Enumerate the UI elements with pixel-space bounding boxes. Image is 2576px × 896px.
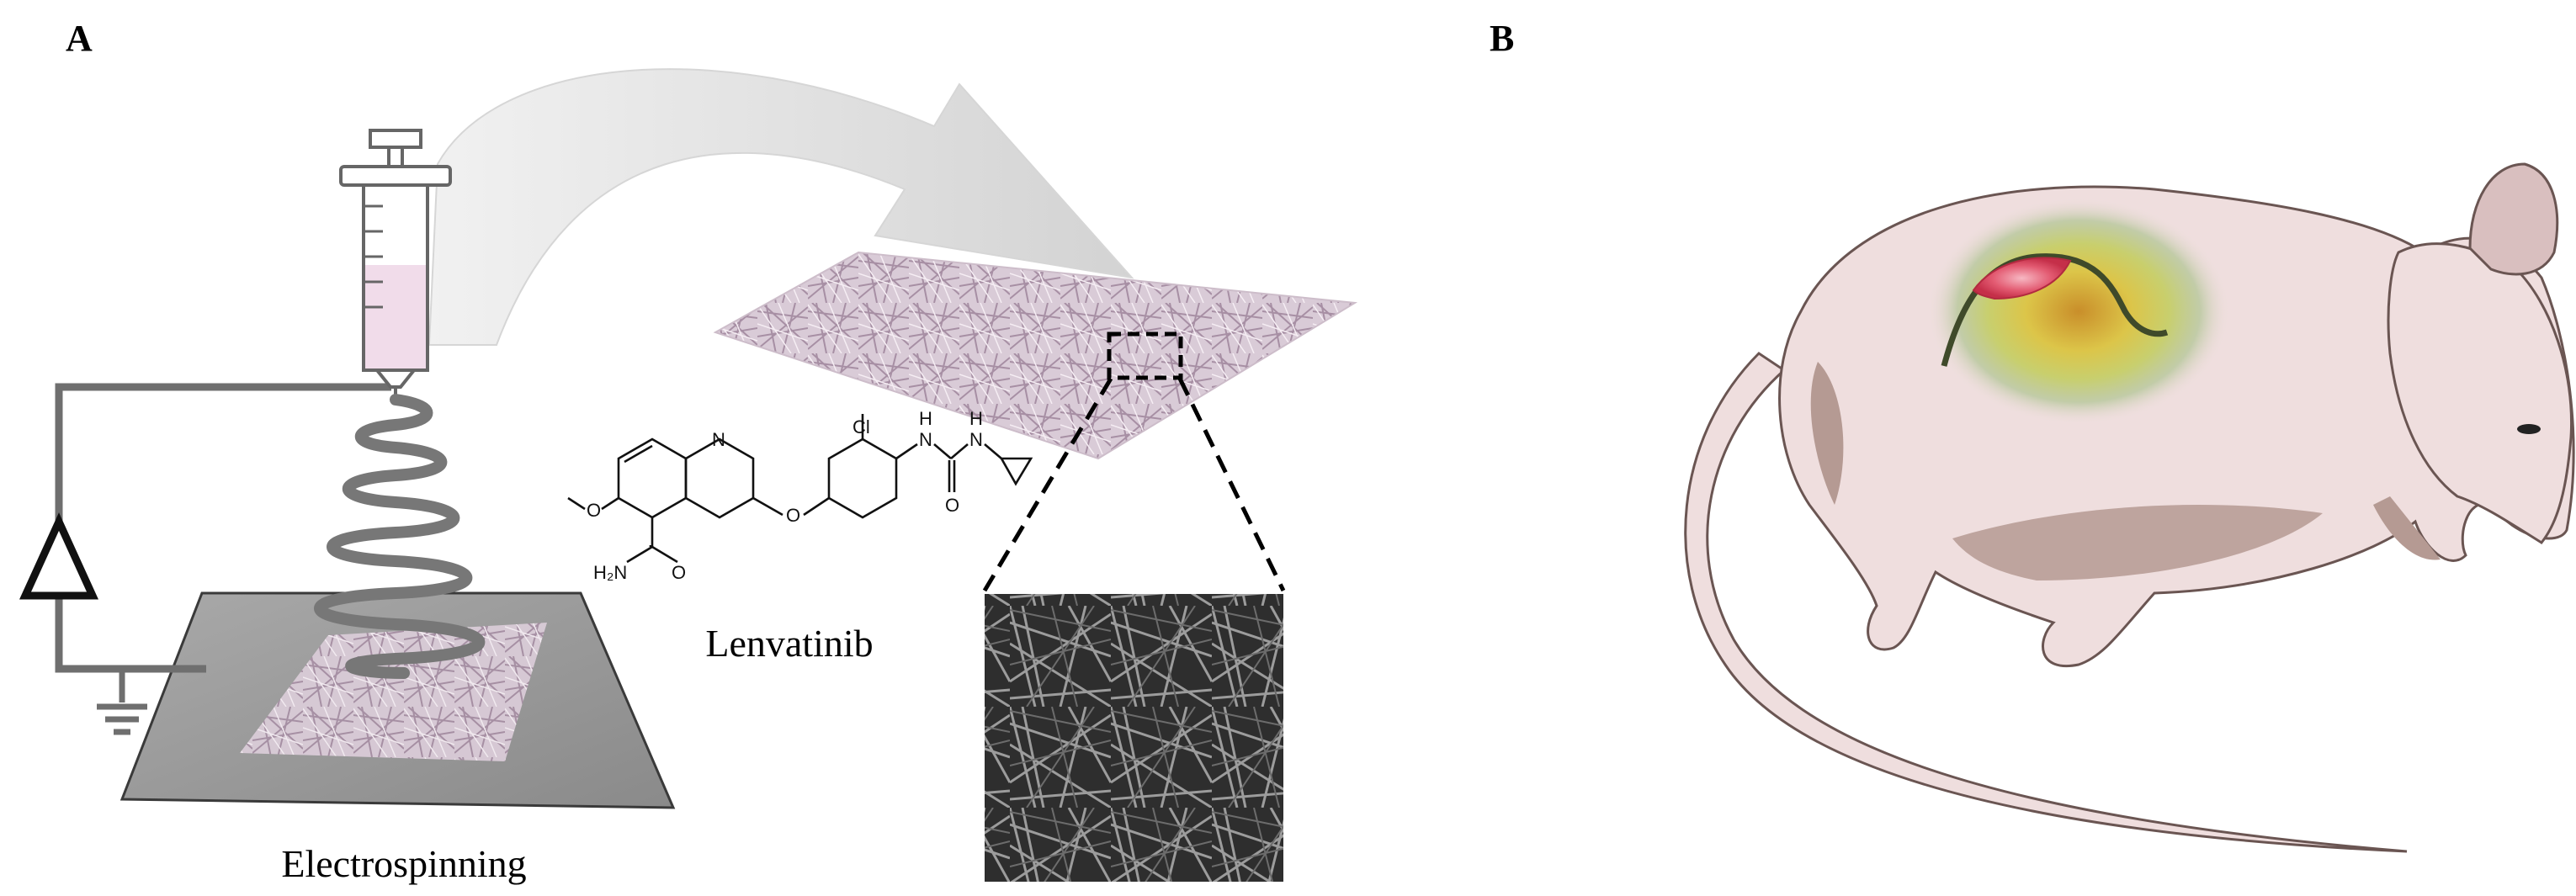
mouse-hip-shadow [1810,362,1844,505]
fiber-jet [314,394,486,679]
voltage-source-icon [19,512,98,600]
atom-nh-right-n: N [969,429,983,450]
fiber-membrane [713,251,1358,460]
atom-nh-left-h: H [919,408,932,429]
syringe-icon [339,129,452,400]
zoom-line-left [982,377,1113,592]
caption-electrospinning: Electrospinning [281,842,526,885]
mouse-ear [2468,162,2559,276]
fluorescence-heatmap [1927,198,2230,425]
zoom-line-right [1177,377,1286,592]
atom-o-ether: O [786,505,800,526]
atom-nh-left-n: N [919,429,932,450]
lenvatinib-structure [567,414,1033,564]
sem-image [985,594,1283,882]
panel-label-a: A [66,18,93,59]
atom-n-ring: N [712,429,725,450]
mouse-front-leg [2373,496,2441,560]
panel-label-b: B [1490,18,1515,59]
caption-lenvatinib: Lenvatinib [705,622,873,665]
atom-nh-right-h: H [969,408,983,429]
atom-chlorine: Cl [852,416,870,437]
tumor-site [1972,257,2072,300]
atom-o-amide: O [672,562,686,583]
atom-nh2-amide: H₂N [593,562,627,583]
mouse-tail [1684,352,2408,853]
panel-a: Electrospinning [19,68,1358,885]
panel-b [1684,162,2575,853]
mouse-belly-shadow [1952,505,2323,581]
mouse-eye [2517,424,2541,434]
atom-o-urea: O [945,495,959,516]
deposited-mesh [240,623,547,761]
implant-suture [1941,253,2169,367]
atom-o-methoxy: O [587,500,601,521]
transfer-arrow [428,68,1134,346]
zoom-box [1107,331,1183,380]
ground-icon [97,669,147,735]
